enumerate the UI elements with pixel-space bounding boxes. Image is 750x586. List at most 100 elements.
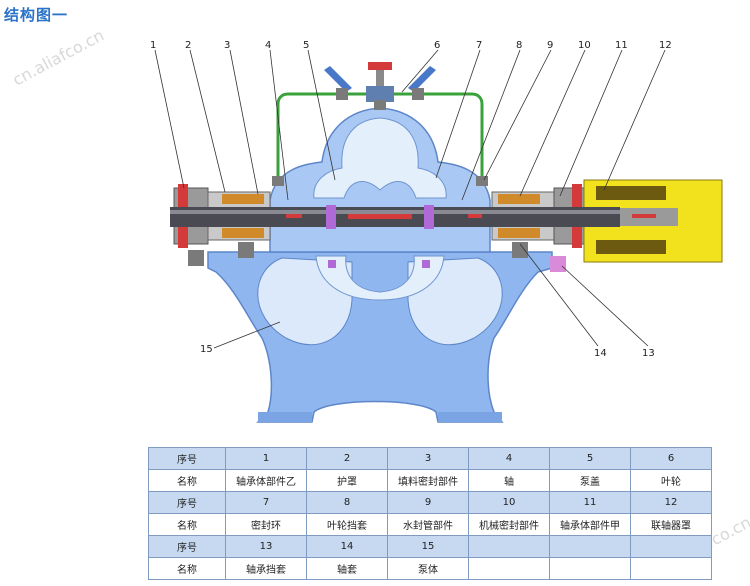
- callout-leaders: [154, 49, 666, 349]
- callout-15: 15: [200, 344, 213, 355]
- seq-label: 序号: [148, 491, 226, 514]
- bearing-foot-right: [512, 242, 528, 258]
- part-name: [549, 557, 631, 580]
- part-number: 1: [225, 447, 307, 470]
- name-label: 名称: [148, 469, 226, 492]
- part-name: 泵盖: [549, 469, 631, 492]
- part-number: 13: [225, 535, 307, 558]
- part-number: 6: [630, 447, 712, 470]
- callout-12: 12: [659, 40, 672, 51]
- callout-5: 5: [303, 40, 309, 51]
- part-name: 轴承体部件甲: [549, 513, 631, 536]
- part-number: [549, 535, 631, 558]
- impeller-ring-mark: [326, 205, 336, 229]
- pipe-fitting: [476, 176, 488, 186]
- valve-handle-left: [324, 66, 352, 92]
- table-row: 序号 1 2 3 4 5 6: [148, 447, 712, 470]
- table-row: 名称 轴承挡套 轴套 泵体: [148, 557, 712, 580]
- seq-label: 序号: [148, 447, 226, 470]
- part-name: 护罩: [306, 469, 388, 492]
- part-name: 泵体: [387, 557, 469, 580]
- part-name: 机械密封部件: [468, 513, 550, 536]
- shaft-highlight: [170, 210, 620, 214]
- part-name: 填料密封部件: [387, 469, 469, 492]
- table-row: 名称 轴承体部件乙 护罩 填料密封部件 轴 泵盖 叶轮: [148, 469, 712, 492]
- callout-10: 10: [578, 40, 591, 51]
- part-number: 4: [468, 447, 550, 470]
- table-row: 序号 13 14 15: [148, 535, 712, 558]
- pump-structure-diagram: 1 2 3 4 5 6 7 8 9 10 11 12 13 14 15: [150, 40, 723, 423]
- part-name: 轴承挡套: [225, 557, 307, 580]
- valve-fitting: [412, 88, 424, 100]
- packing-seal-left: [222, 194, 264, 204]
- part-name: 轴承体部件乙: [225, 469, 307, 492]
- valve-handle-right: [408, 66, 436, 92]
- table-row: 序号 7 8 9 10 11 12: [148, 491, 712, 514]
- callout-4: 4: [265, 40, 271, 51]
- callout-6: 6: [434, 40, 440, 51]
- keyway: [348, 214, 412, 219]
- valve-fitting: [336, 88, 348, 100]
- bearing-foot-right: [550, 256, 566, 272]
- keyway: [632, 214, 656, 218]
- part-number: 7: [225, 491, 307, 514]
- callout-13: 13: [642, 348, 655, 359]
- coupling-guard-spring: [596, 186, 666, 200]
- part-number: [630, 535, 712, 558]
- valve-fitting: [374, 100, 386, 110]
- impeller-passage: [315, 255, 445, 301]
- pump-feet: [258, 412, 502, 422]
- packing-seal-left: [222, 228, 264, 238]
- part-number: 10: [468, 491, 550, 514]
- part-name: 水封管部件: [387, 513, 469, 536]
- table-row: 名称 密封环 叶轮挡套 水封管部件 机械密封部件 轴承体部件甲 联轴器罩: [148, 513, 712, 536]
- seal-ring-mark: [422, 260, 430, 268]
- callout-3: 3: [224, 40, 230, 51]
- callout-8: 8: [516, 40, 522, 51]
- parts-table: 序号 1 2 3 4 5 6 名称 轴承体部件乙 护罩 填料密封部件 轴 泵盖 …: [148, 447, 712, 580]
- pipe-fitting: [272, 176, 284, 186]
- part-name: 叶轮挡套: [306, 513, 388, 536]
- part-number: 5: [549, 447, 631, 470]
- callout-11: 11: [615, 40, 628, 51]
- name-label: 名称: [148, 557, 226, 580]
- part-name: 轴套: [306, 557, 388, 580]
- part-name: 轴: [468, 469, 550, 492]
- mechanical-seal-right: [498, 194, 540, 204]
- part-number: 11: [549, 491, 631, 514]
- valve-stem: [376, 70, 384, 86]
- callout-9: 9: [547, 40, 553, 51]
- seal-ring-mark: [328, 260, 336, 268]
- impeller-ring-mark: [424, 205, 434, 229]
- page-title: 结构图一: [4, 6, 69, 24]
- part-number: [468, 535, 550, 558]
- keyway: [468, 214, 482, 218]
- part-name: 叶轮: [630, 469, 712, 492]
- part-number: 15: [387, 535, 469, 558]
- valve-body: [366, 86, 394, 102]
- keyway: [286, 214, 302, 218]
- callout-14: 14: [594, 348, 607, 359]
- mechanical-seal-right: [498, 228, 540, 238]
- callout-labels: 1 2 3 4 5 6 7 8 9 10 11 12 13 14 15: [150, 40, 672, 359]
- part-number: 14: [306, 535, 388, 558]
- part-name: [468, 557, 550, 580]
- impeller-passage: [313, 117, 447, 199]
- bearing-foot-left: [238, 242, 254, 258]
- callout-7: 7: [476, 40, 482, 51]
- part-number: 8: [306, 491, 388, 514]
- callout-1: 1: [150, 40, 156, 51]
- seq-label: 序号: [148, 535, 226, 558]
- name-label: 名称: [148, 513, 226, 536]
- part-name: [630, 557, 712, 580]
- valve-handle: [368, 62, 392, 70]
- part-name: 联轴器罩: [630, 513, 712, 536]
- pump-body: [207, 251, 553, 423]
- part-number: 2: [306, 447, 388, 470]
- part-number: 12: [630, 491, 712, 514]
- bearing-foot-left: [188, 250, 204, 266]
- part-number: 3: [387, 447, 469, 470]
- callout-2: 2: [185, 40, 191, 51]
- part-name: 密封环: [225, 513, 307, 536]
- part-number: 9: [387, 491, 469, 514]
